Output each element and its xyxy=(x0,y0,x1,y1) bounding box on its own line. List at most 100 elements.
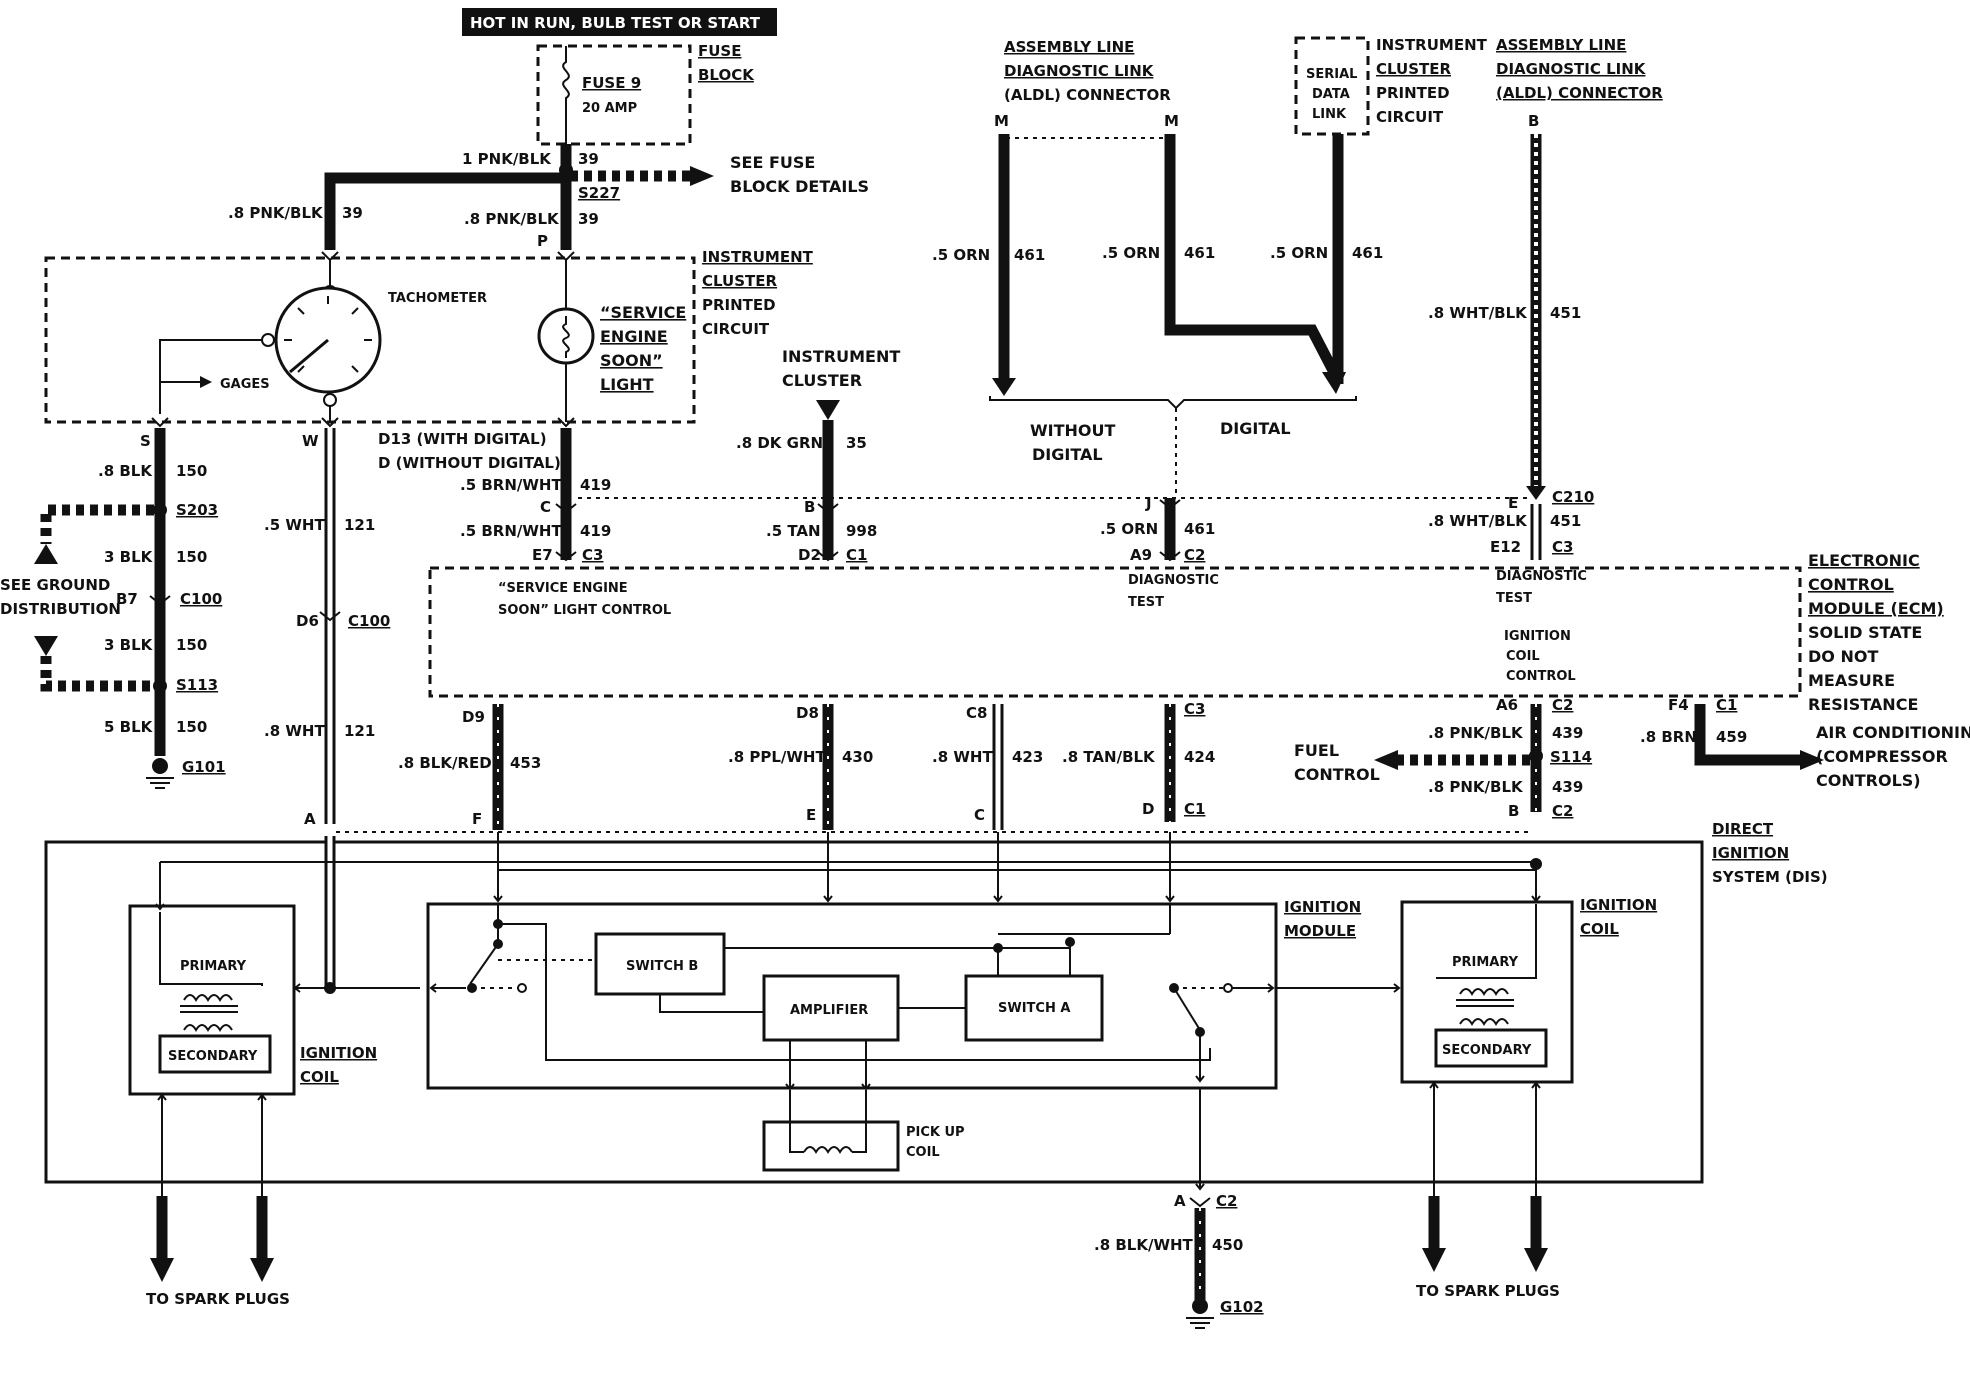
pin-c8: C8 xyxy=(966,704,987,722)
fuse-name: FUSE 9 xyxy=(582,74,641,92)
without-digital-1: WITHOUT xyxy=(1030,421,1116,440)
spark-arrow-left-b xyxy=(250,1258,274,1282)
option-bracket xyxy=(989,396,1357,410)
wire-label-5-blk: 5 BLK xyxy=(104,718,154,736)
aldl-right-3: (ALDL) CONNECTOR xyxy=(1496,84,1663,102)
pin-d8: D8 xyxy=(796,704,819,722)
ecm-diag-4: TEST xyxy=(1496,591,1532,606)
amplifier-label: AMPLIFIER xyxy=(790,1003,868,1018)
gages-label: GAGES xyxy=(220,377,270,392)
circuit-121-b: 121 xyxy=(344,722,375,740)
wire-label-blk-wht: .8 BLK/WHT xyxy=(1094,1236,1194,1254)
circuit-150-d: 150 xyxy=(176,718,207,736)
right-coil-label-1: IGNITION xyxy=(1580,896,1657,914)
pin-a-dis: A xyxy=(304,810,316,828)
fuse-block-label-2: BLOCK xyxy=(698,66,755,84)
ses-label-2: ENGINE xyxy=(600,327,668,346)
connector-c2-b: C2 xyxy=(1552,696,1573,714)
ground-g102-symbol xyxy=(1186,1298,1214,1329)
circuit-451-b: 451 xyxy=(1550,512,1581,530)
wire-label-5-tan: .5 TAN xyxy=(766,522,821,540)
serial-2: DATA xyxy=(1312,87,1350,102)
circuit-461-d: 461 xyxy=(1184,520,1215,538)
ecm-diag-3: DIAGNOSTIC xyxy=(1496,569,1587,584)
pickup-leads xyxy=(789,1090,867,1140)
pin-b-451: B xyxy=(1528,112,1539,130)
splice-s113-label: S113 xyxy=(176,676,218,694)
right-primary-coil xyxy=(1459,988,1509,996)
dis-box xyxy=(44,840,1704,1184)
ecm-diag-2: TEST xyxy=(1128,595,1164,610)
right-primary: PRIMARY xyxy=(1452,955,1519,970)
connector-b-35 xyxy=(817,503,839,514)
dis-title-2: IGNITION xyxy=(1712,844,1789,862)
fuse-block-label-1: FUSE xyxy=(698,42,741,60)
ecm-note-3: MEASURE xyxy=(1808,671,1895,690)
ecm-title-2: CONTROL xyxy=(1808,575,1894,594)
circuit-461-b: 461 xyxy=(1184,244,1215,262)
arrow-451 xyxy=(1526,486,1546,500)
pin-w: W xyxy=(302,432,319,450)
pin-b-35: B xyxy=(804,498,815,516)
circuit-430: 430 xyxy=(842,748,873,766)
aldl-left-3: (ALDL) CONNECTOR xyxy=(1004,86,1171,104)
see-ground-2: DISTRIBUTION xyxy=(0,600,121,618)
fuel-control-2: CONTROL xyxy=(1294,765,1380,784)
right-coil-label-2: COIL xyxy=(1580,920,1619,938)
connector-a-450 xyxy=(1189,1197,1211,1208)
right-coil-box xyxy=(1400,900,1574,1084)
connector-c2-c: C2 xyxy=(1552,802,1573,820)
connector-c100-150 xyxy=(149,595,171,606)
connector-a9 xyxy=(1159,551,1181,562)
switch-b-to-amp xyxy=(659,994,764,1013)
pin-a6: A6 xyxy=(1496,696,1518,714)
pin-d9: D9 xyxy=(462,708,485,726)
circuit-459: 459 xyxy=(1716,728,1747,746)
wire-label-8-wht-b: .8 WHT xyxy=(932,748,993,766)
ic-label-2: CLUSTER xyxy=(702,272,777,290)
ecm-note-1: SOLID STATE xyxy=(1808,623,1922,642)
left-coil-splice xyxy=(324,982,336,994)
arrow-ground-down xyxy=(34,636,58,656)
tachometer-needle xyxy=(289,338,329,374)
dis-title-3: SYSTEM (DIS) xyxy=(1712,868,1828,886)
pickup-coil-winding xyxy=(803,1146,853,1154)
right-switch-open xyxy=(1223,983,1233,993)
ac-label-2: (COMPRESSOR xyxy=(1816,747,1948,766)
spark-label-right: TO SPARK PLUGS xyxy=(1416,1282,1560,1300)
circuit-150-b: 150 xyxy=(176,548,207,566)
serial-data-link-box xyxy=(1294,36,1370,136)
tachometer-label: TACHOMETER xyxy=(388,291,487,306)
pin-p: P xyxy=(537,232,548,250)
circuit-439-a: 439 xyxy=(1552,724,1583,742)
connector-c1-b: C1 xyxy=(1184,800,1205,818)
switch-a-box xyxy=(964,974,1104,1042)
connector-c3-c: C3 xyxy=(1184,700,1205,718)
digital-label: DIGITAL xyxy=(1220,419,1291,438)
pin-e12: E12 xyxy=(1490,538,1521,556)
pin-d13: D13 (WITH DIGITAL) xyxy=(378,430,547,448)
wire-label-orn-d: .5 ORN xyxy=(1100,520,1158,538)
connector-d2 xyxy=(817,551,839,562)
fuse-9-symbol xyxy=(562,46,570,144)
wire-label-tan-blk: .8 TAN/BLK xyxy=(1062,748,1156,766)
wire-label-brn: .8 BRN xyxy=(1640,728,1697,746)
ecm-note-4: RESISTANCE xyxy=(1808,695,1918,714)
wire-label-orn-b: .5 ORN xyxy=(1102,244,1160,262)
connector-c100-label-a: C100 xyxy=(180,590,222,608)
left-secondary: SECONDARY xyxy=(168,1049,258,1064)
pin-j: J xyxy=(1145,494,1152,512)
circuit-461-a: 461 xyxy=(1014,246,1045,264)
hot-label: HOT IN RUN, BULB TEST OR START xyxy=(470,14,761,32)
pin-a-450: A xyxy=(1174,1192,1186,1210)
splice-s203-label: S203 xyxy=(176,501,218,519)
without-digital-2: DIGITAL xyxy=(1032,445,1103,464)
connector-c-419 xyxy=(555,503,577,514)
pin-c-419: C xyxy=(540,498,551,516)
right-switch-blade xyxy=(1173,987,1201,1031)
pin-c-dis: C xyxy=(974,806,985,824)
circuit-423: 423 xyxy=(1012,748,1043,766)
spark-label-left: TO SPARK PLUGS xyxy=(146,1290,290,1308)
dis-title-1: DIRECT xyxy=(1712,820,1774,838)
connector-e7 xyxy=(555,551,577,562)
